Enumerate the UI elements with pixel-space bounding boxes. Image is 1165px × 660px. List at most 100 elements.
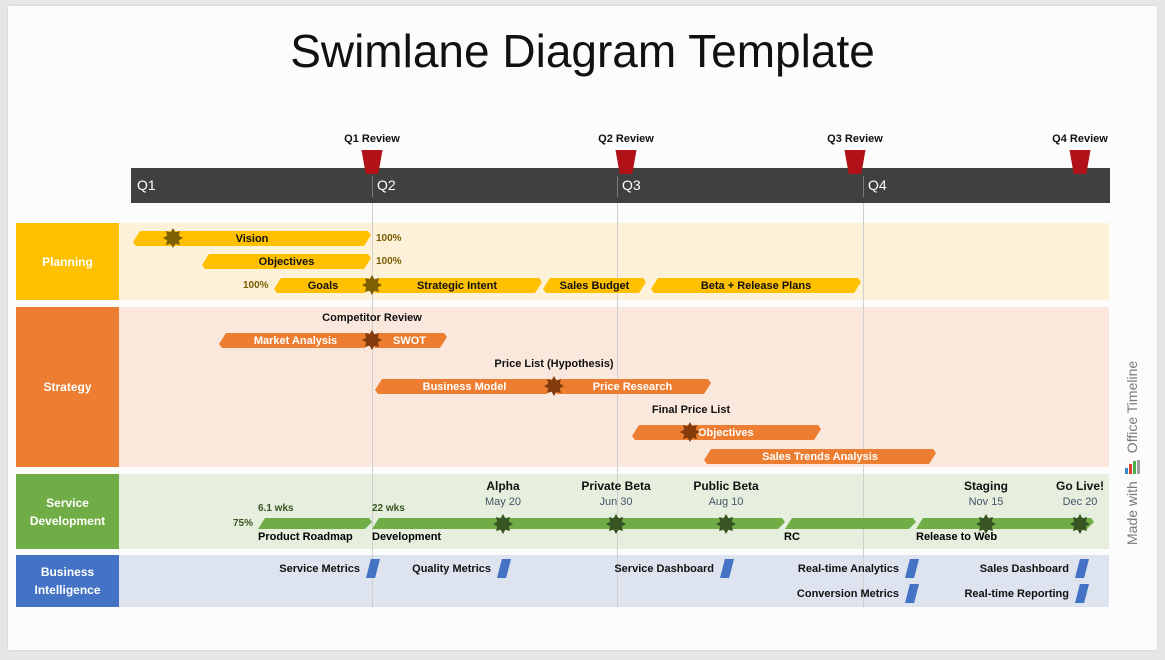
milestone-title: Staging (964, 479, 1008, 493)
milestone-title: Go Live! (1055, 479, 1105, 493)
milestone-title: Alpha (486, 479, 520, 493)
bi-item[interactable]: Real-time Reporting (964, 584, 1089, 603)
flag-icon (905, 559, 919, 578)
task-label: Product Roadmap (258, 531, 353, 543)
milestone-star-icon[interactable] (976, 514, 996, 534)
task-swot[interactable]: SWOT (372, 333, 447, 348)
task-label: SWOT (393, 334, 426, 347)
task-label: Goals (307, 279, 339, 292)
flag-icon (366, 559, 380, 578)
milestone-competitor-review: Competitor Review (322, 312, 422, 324)
milestone-star-icon[interactable] (606, 514, 626, 534)
milestone-date: Jun 30 (599, 496, 633, 508)
task-label: Objectives (698, 426, 754, 439)
task-sales-budget[interactable]: Sales Budget (543, 278, 646, 293)
task-duration: 6.1 wks (258, 503, 294, 514)
quarter-label-q3: Q3 (622, 177, 641, 193)
flag-icon (1075, 584, 1089, 603)
lane-label-business-intelligence: Business Intelligence (16, 555, 119, 607)
lane-label-service-development: Service Development (16, 474, 119, 549)
milestone-star-icon[interactable] (716, 514, 736, 534)
bi-item[interactable]: Quality Metrics (412, 559, 511, 578)
task-label: Objectives (258, 255, 315, 268)
review-label-q4: Q4 Review (1052, 133, 1108, 145)
bi-item[interactable]: Conversion Metrics (797, 584, 919, 603)
task-market-analysis[interactable]: Market Analysis (219, 333, 372, 348)
bi-item-label: Quality Metrics (412, 562, 491, 575)
task-product-roadmap[interactable] (258, 518, 372, 529)
milestone-star-icon[interactable] (493, 514, 513, 534)
task-label: Beta + Release Plans (700, 279, 812, 292)
task-label: Vision (235, 232, 269, 245)
quarter-gridline (372, 203, 373, 608)
milestone-price-list-hypothesis: Price List (Hypothesis) (494, 358, 614, 370)
quarter-gridline (863, 203, 864, 608)
quarter-label-q2: Q2 (377, 177, 396, 193)
review-flag-icon[interactable] (844, 150, 866, 174)
bi-item[interactable]: Sales Dashboard (980, 559, 1089, 578)
task-strategic-intent[interactable]: Strategic Intent (372, 278, 542, 293)
lane-label-strategy: Strategy (16, 307, 119, 467)
task-price-research[interactable]: Price Research (554, 379, 711, 394)
bi-item-label: Conversion Metrics (796, 587, 899, 600)
flag-icon (497, 559, 511, 578)
milestone-final-price-list: Final Price List (651, 404, 731, 416)
milestone-date: Aug 10 (708, 496, 744, 508)
task-percent: 75% (233, 518, 254, 529)
milestone-star-icon[interactable] (1070, 514, 1090, 534)
quarter-label-q4: Q4 (868, 177, 887, 193)
review-label-q1: Q1 Review (344, 133, 400, 145)
task-objectives[interactable]: Objectives (632, 425, 821, 440)
task-goals[interactable]: Goals (274, 278, 372, 293)
task-rc[interactable] (785, 518, 916, 529)
milestone-star-icon[interactable] (362, 275, 382, 295)
review-flag-icon[interactable] (1069, 150, 1091, 174)
review-flag-icon[interactable] (615, 150, 637, 174)
lane-business-intelligence (119, 555, 1109, 607)
bi-item[interactable]: Service Metrics (279, 559, 380, 578)
task-release-to-web[interactable] (916, 518, 1094, 529)
bi-item-label: Sales Dashboard (979, 562, 1069, 575)
task-business-model[interactable]: Business Model (375, 379, 554, 394)
quarter-label-q1: Q1 (137, 177, 156, 193)
milestone-date: Nov 15 (968, 496, 1004, 508)
task-label: Strategic Intent (416, 279, 498, 292)
milestone-star-icon[interactable] (163, 228, 183, 248)
task-development[interactable] (372, 518, 785, 529)
task-percent: 100% (243, 280, 269, 291)
task-label: Release to Web (916, 531, 998, 543)
page-title: Swimlane Diagram Template (290, 25, 875, 77)
review-label-q3: Q3 Review (827, 133, 883, 145)
milestone-date: Dec 20 (1062, 496, 1098, 508)
task-label: Sales Trends Analysis (762, 450, 878, 463)
flag-icon (720, 559, 734, 578)
task-label: Business Model (422, 380, 507, 393)
task-vision[interactable]: Vision (133, 231, 371, 246)
milestone-star-icon[interactable] (362, 330, 382, 350)
milestone-star-icon[interactable] (544, 376, 564, 396)
lane-label-planning: Planning (16, 223, 119, 300)
bi-item-label: Real-time Analytics (797, 562, 899, 575)
task-label: Price Research (592, 380, 673, 393)
bi-item-label: Service Metrics (279, 562, 360, 575)
bi-item[interactable]: Real-time Analytics (798, 559, 919, 578)
task-label: RC (784, 531, 800, 543)
milestone-star-icon[interactable] (680, 422, 700, 442)
flag-icon (905, 584, 919, 603)
quarter-divider (863, 176, 864, 197)
milestone-date: May 20 (484, 496, 522, 508)
task-beta-release-plans[interactable]: Beta + Release Plans (651, 278, 861, 293)
quarter-gridline (617, 203, 618, 608)
task-objectives[interactable]: Objectives (202, 254, 371, 269)
milestone-title: Private Beta (581, 479, 651, 493)
quarter-divider (372, 176, 373, 197)
review-flag-icon[interactable] (361, 150, 383, 174)
bi-item[interactable]: Service Dashboard (614, 559, 734, 578)
bi-item-label: Service Dashboard (614, 562, 714, 575)
task-label: Development (372, 531, 442, 543)
task-percent: 100% (376, 256, 402, 267)
task-sales-trends-analysis[interactable]: Sales Trends Analysis (704, 449, 936, 464)
branding-watermark: Made with Office Timeline (1124, 361, 1140, 545)
milestone-title: Public Beta (693, 479, 759, 493)
task-percent: 100% (376, 233, 402, 244)
